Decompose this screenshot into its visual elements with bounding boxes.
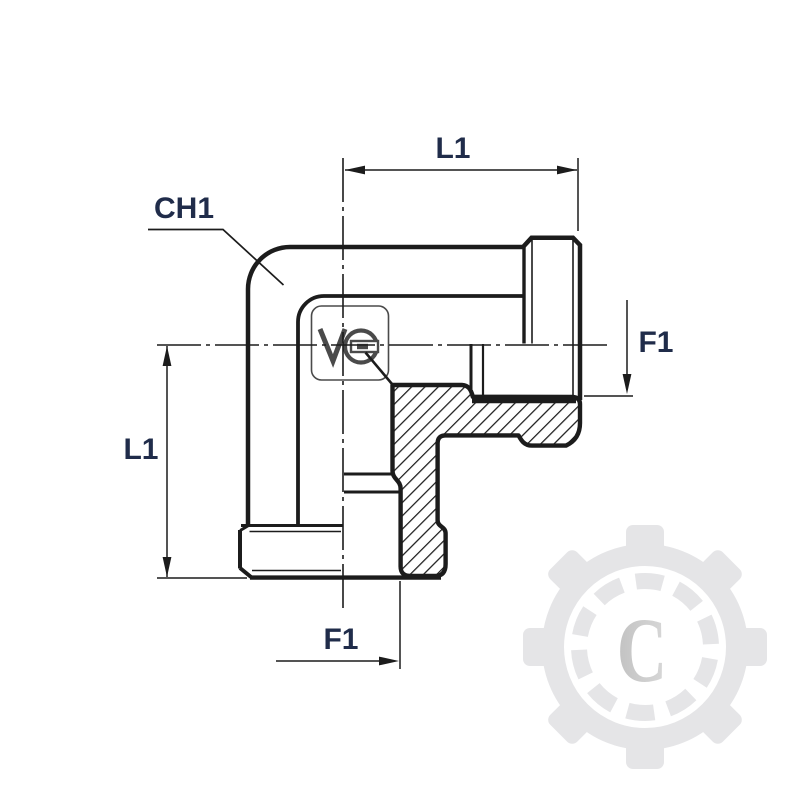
dim-l1-top-arrow-right [557, 165, 577, 175]
bottom-nut-chamfer-bl [238, 566, 253, 579]
logo-leader-line [364, 351, 393, 385]
watermark-gear: C [523, 525, 767, 769]
dim-f1-bottom-arrow [379, 656, 399, 666]
gear-dash-ring [571, 573, 719, 721]
body-outer-contour [245, 235, 583, 525]
dim-f1-bottom: F1 [276, 581, 401, 669]
bottom-nut-chamfer-tl [239, 524, 250, 532]
section-hatch [390, 382, 583, 579]
logo-v-glyph [317, 328, 348, 368]
dim-l1-left-label: L1 [123, 433, 158, 466]
dim-l1-top-arrow-left [345, 165, 365, 175]
dim-f1-right-label: F1 [638, 326, 673, 359]
dimensions: L1 L1 F1 F1 CH1 [123, 132, 674, 669]
dim-l1-left-arrow-bottom [162, 557, 172, 577]
gear-body-ring [542, 544, 748, 750]
callout-ch1-leader [148, 228, 285, 286]
dim-f1-bottom-label: F1 [323, 623, 358, 656]
callout-ch1-label: CH1 [154, 192, 214, 225]
dim-l1-top: L1 [345, 132, 579, 231]
logo-plate [310, 305, 390, 381]
dim-f1-right: F1 [584, 300, 674, 397]
callout-ch1: CH1 [148, 192, 285, 286]
logo-stamp [310, 305, 390, 381]
elbow-fitting-view [157, 158, 610, 613]
dim-l1-left-arrow-top [162, 346, 172, 366]
body-inner-contour [296, 294, 524, 525]
logo-slot-bar [357, 343, 368, 350]
watermark-letter: C [617, 599, 667, 701]
dim-l1-top-label: L1 [435, 132, 470, 165]
dim-l1-left: L1 [123, 346, 247, 579]
dim-f1-right-arrow [622, 374, 632, 394]
